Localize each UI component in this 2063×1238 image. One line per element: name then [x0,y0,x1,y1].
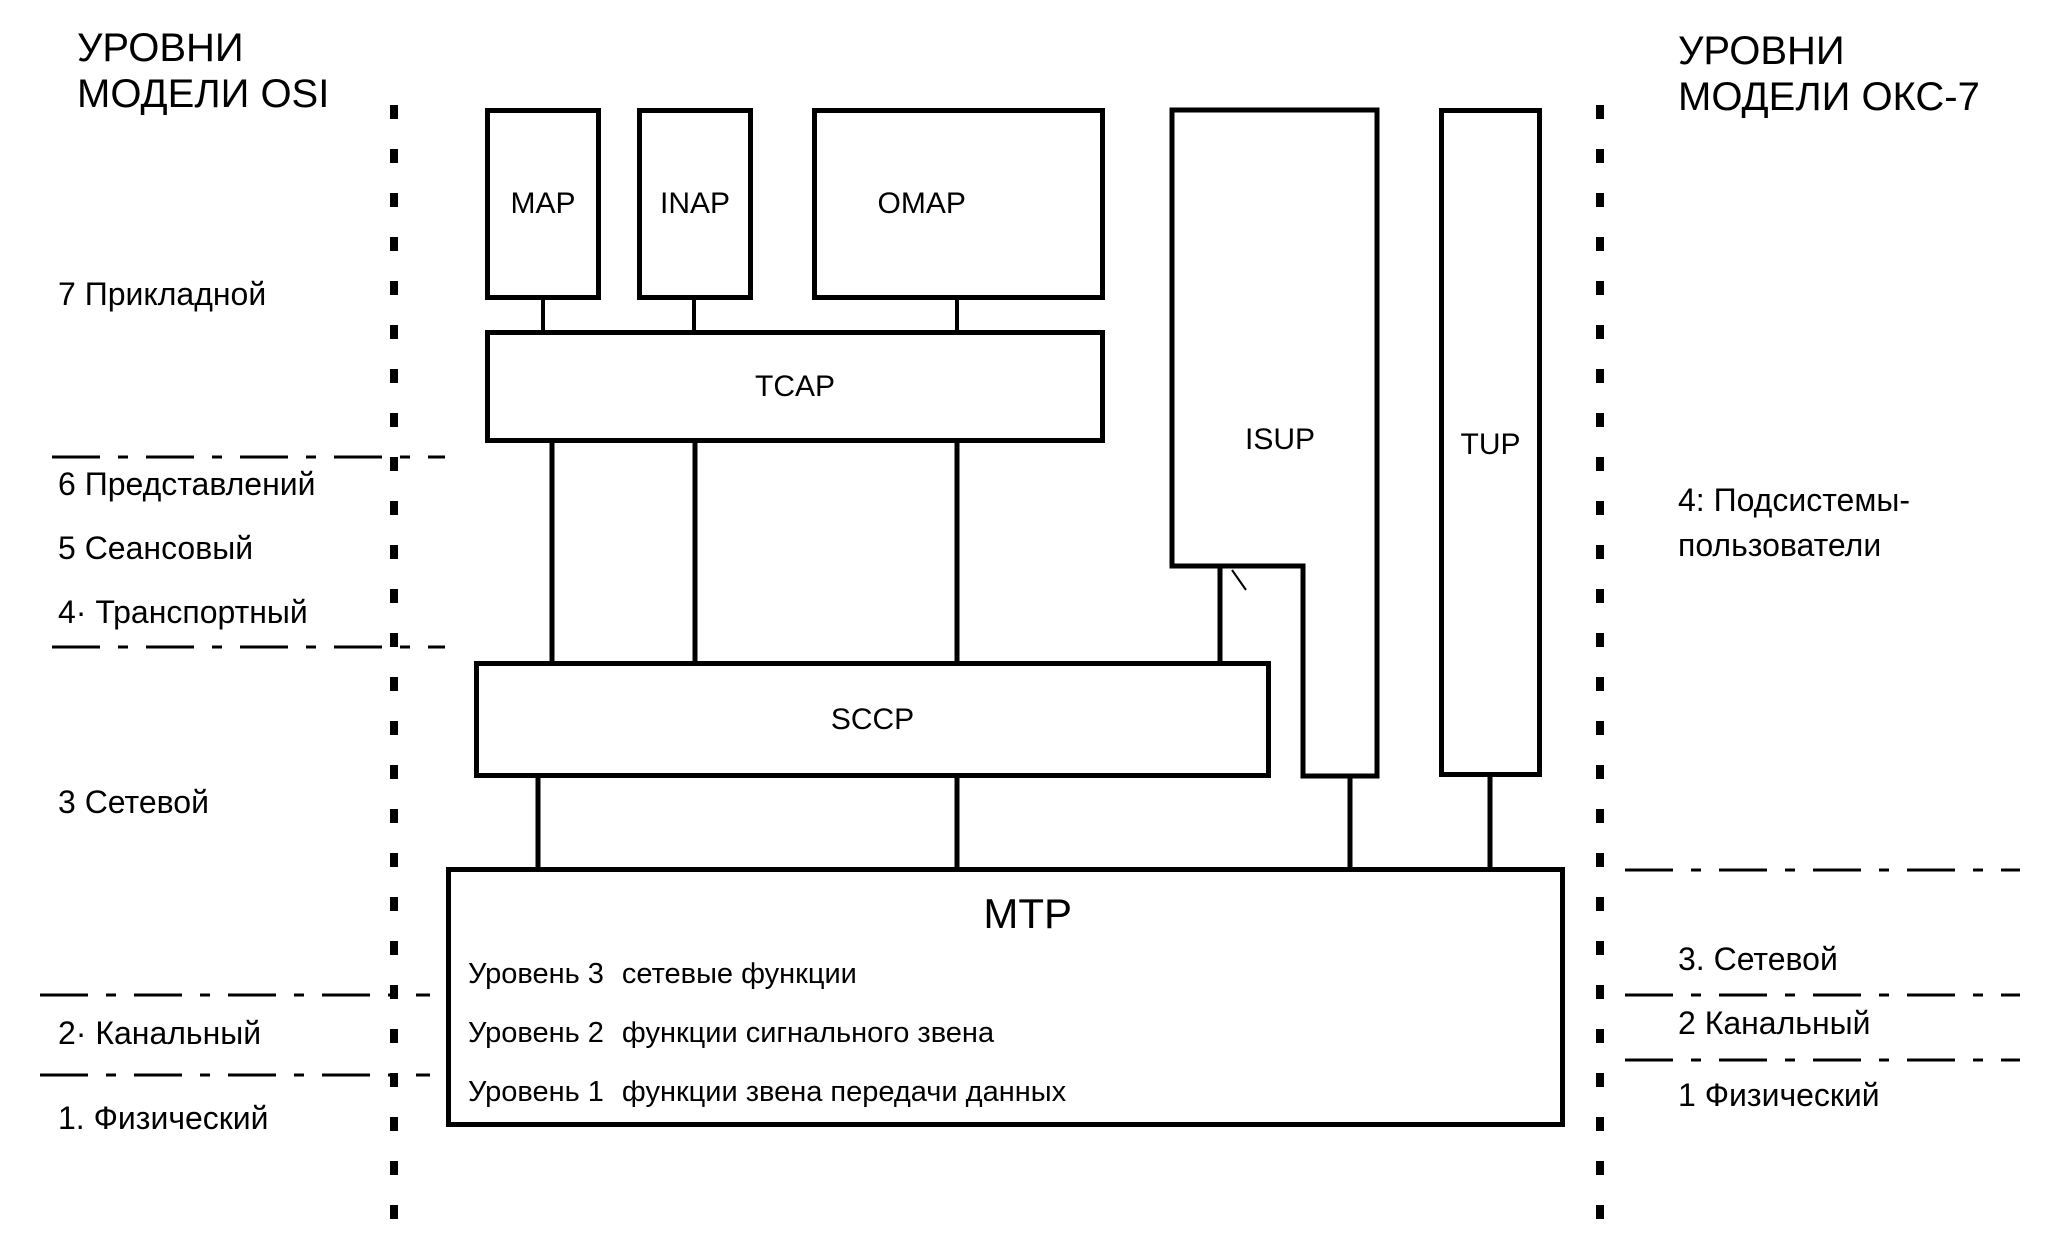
mtp-level-3-name: Уровень 3 [468,958,604,990]
osi-header-line2: МОДЕЛИ OSI [77,72,330,116]
osi-header-line1: УРОВНИ [77,26,244,70]
osi-layer-1: 1. Физический [58,1100,269,1136]
mtp-level-3: Уровень 3 сетевые функции [468,958,857,991]
mtp-block: MTP Уровень 3 сетевые функции Уровень 2 фу… [446,867,1565,1127]
oks-header: УРОВНИ МОДЕЛИ ОКС-7 [1678,28,1980,120]
oks-header-line2: МОДЕЛИ ОКС-7 [1678,75,1980,119]
oks-layer-2: 2 Канальный [1678,1005,1871,1041]
oks-layer-4-line2: пользователи [1678,526,1882,563]
osi-layer-5: 5 Сеансовый [58,530,254,566]
mtp-level-2-name: Уровень 2 [468,1017,604,1049]
tcap-label: TCAP [754,369,836,403]
tup-block: TUP [1439,108,1542,777]
osi-layer-6: 6 Представлений [58,466,316,502]
oks-layer-4-line1: 4: Подсистемы- [1678,482,1910,518]
sccp-label: SCCP [830,702,915,736]
map-block: MAP [485,108,601,300]
sccp-block: SCCP [474,661,1271,778]
omap-label: OMAP [877,187,966,220]
osi-layer-7: 7 Прикладной [58,276,267,312]
oks-header-line1: УРОВНИ [1678,29,1845,73]
mtp-level-1-name: Уровень 1 [468,1076,604,1108]
mtp-level-1-function: функции звена передачи данных [621,1076,1067,1108]
osi-layer-2: 2· Канальный [58,1015,262,1051]
mtp-level-2-function: функции сигнального звена [621,1017,995,1049]
oks-layer-3: 3. Сетевой [1678,941,1838,977]
connector-mark [1231,569,1247,591]
inap-label: INAP [659,187,731,220]
mtp-level-2: Уровень 2 функции сигнального звена [468,1017,994,1050]
isup-block-outline [1169,107,1380,779]
mtp-level-1: Уровень 1 функции звена передачи данных [468,1076,1066,1109]
osi-layer-3: 3 Сетевой [58,784,209,820]
tcap-block: TCAP [485,330,1105,443]
isup-label: ISUP [1244,423,1316,456]
mtp-level-3-function: сетевые функции [621,958,857,990]
oks-layer-4: 4: Подсистемы- пользователи [1678,478,1910,568]
osi-header: УРОВНИ МОДЕЛИ OSI [77,25,329,117]
oks-layer-1: 1 Физический [1678,1077,1880,1113]
omap-block: OMAP [812,108,1105,300]
mtp-label: MTP [983,890,1072,937]
inap-block: INAP [637,108,753,300]
osi-layer-4: 4· Транспортный [58,594,308,630]
map-label: MAP [510,187,576,220]
tup-label: TUP [1460,428,1521,461]
